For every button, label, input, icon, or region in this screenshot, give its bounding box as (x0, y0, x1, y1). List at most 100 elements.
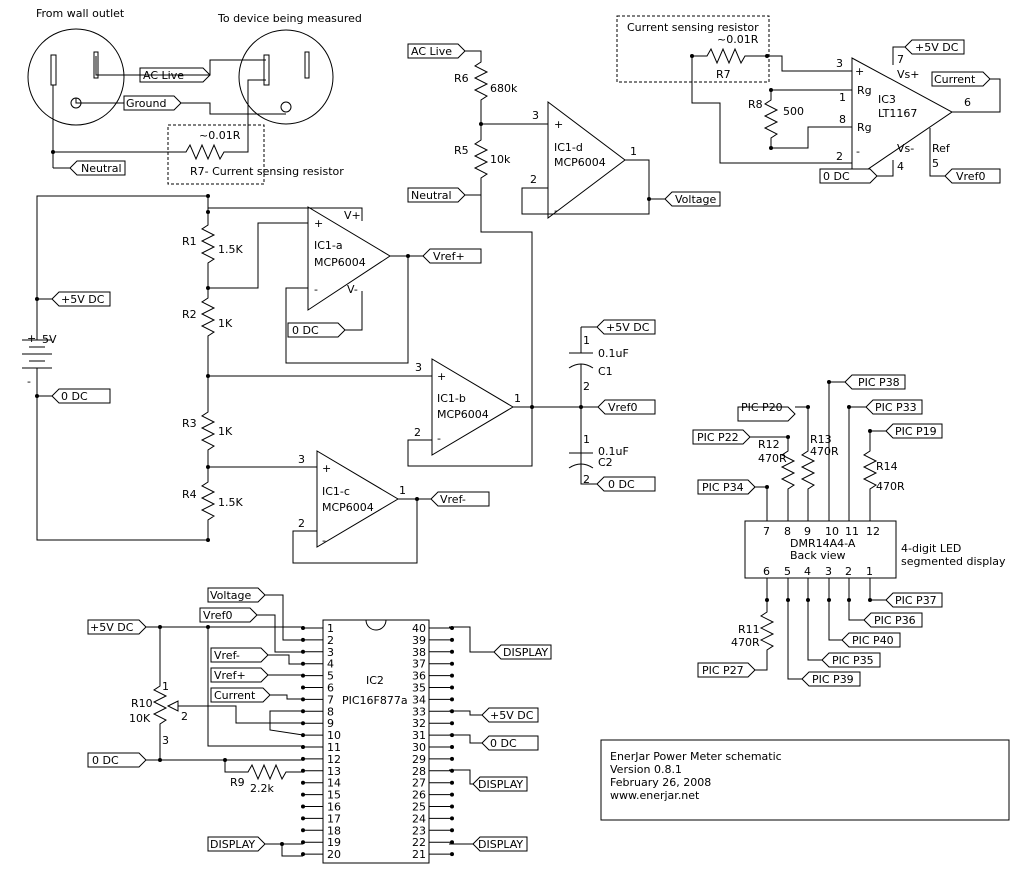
svg-text:-: - (554, 204, 558, 217)
pic-right-pin: 23 (412, 824, 426, 837)
p39-tag (801, 671, 861, 687)
voltage-label: Voltage (675, 193, 716, 206)
ic1a-opamp (307, 206, 391, 311)
from-wall-label: From wall outlet (36, 7, 125, 20)
r13-resistor (795, 406, 816, 521)
cap-gnd-label: 0 DC (608, 478, 635, 491)
pic-display-label-2: DISPLAY (478, 778, 523, 791)
pic-gnd-label: 0 DC (92, 754, 119, 767)
pic-vref-plus-tag (210, 667, 269, 683)
vref0-label: Vref0 (608, 401, 637, 414)
c1-value: 0.1uF (598, 347, 629, 360)
display-bottom-pin: 1 (866, 565, 873, 578)
pic-right-pin: 37 (412, 658, 426, 671)
r6-value: 680k (490, 82, 518, 95)
display-bottom-pin: 4 (804, 565, 811, 578)
display-top-pin: 10 (825, 525, 839, 538)
pic-left-pin-dot (301, 816, 305, 821)
pic-left-pin: 16 (327, 801, 341, 814)
p35-tag (821, 652, 881, 668)
ref-gnd2-tag (287, 322, 346, 338)
pic-right-pin: 34 (412, 693, 426, 706)
p19-label: PIC P19 (895, 425, 937, 438)
display-part: DMR14A4-A (790, 537, 856, 550)
ic3-pin5: 5 (932, 157, 939, 170)
led-display (744, 520, 897, 579)
info-line4: www.enerjar.net (610, 789, 700, 802)
ic3-vs-plus: Vs+ (897, 68, 919, 81)
display-desc2: segmented display (901, 555, 1006, 568)
r10-value: 10K (129, 712, 151, 725)
r9-resistor (224, 760, 303, 781)
display-view: Back view (790, 549, 846, 562)
ic1b-opamp (431, 358, 514, 456)
pic-pins: 1234567891011121314151617181920403938373… (301, 622, 454, 861)
vref-minus-label: Vref- (440, 493, 466, 506)
pic-vref0-label: Vref0 (203, 609, 232, 622)
r5-label: R5 (454, 144, 469, 157)
ic1b-pin2: 2 (414, 426, 421, 439)
vref0-tag (597, 399, 656, 415)
ic1d-opamp (547, 100, 626, 220)
pic-right-pin-dot (450, 768, 454, 773)
neutral-tag-2 (407, 187, 466, 203)
pic-left-pin: 5 (327, 670, 334, 683)
ic1b-part: MCP6004 (437, 408, 489, 421)
pic-vcc-label: +5V DC (90, 621, 134, 634)
ic3-pin6: 6 (964, 96, 971, 109)
ic1d-name: IC1-d (554, 141, 583, 154)
svg-text:-: - (437, 432, 441, 445)
ic3-pin1: 1 (839, 91, 846, 104)
vref-minus-tag (430, 491, 490, 507)
pic-right-pin-dot (450, 637, 454, 642)
r10-pin2: 2 (181, 710, 188, 723)
pic-left-pin: 20 (327, 848, 341, 861)
r3-value: 1K (218, 425, 233, 438)
pic-current-label: Current (214, 689, 256, 702)
current-amp-section: Current sensing resistor ~0.01R R7 3 2 R… (616, 15, 1001, 184)
r12-resistor (750, 436, 796, 521)
ic1c-opamp (316, 450, 399, 548)
ic1c-pin3: 3 (298, 453, 305, 466)
r8-label: R8 (748, 98, 763, 111)
pic-left-pin: 14 (327, 777, 341, 790)
pic-section: IC2 PIC16F877a 1234567891011121314151617… (87, 587, 552, 864)
r6-r5-resistors (465, 50, 489, 195)
pic-vref-minus-tag (210, 647, 269, 663)
p22-tag (692, 429, 751, 445)
r14-resistor (862, 430, 886, 521)
pic-right-pin-dot (450, 852, 454, 857)
pic-right-pin-dot (450, 745, 454, 749)
r9-value: 2.2k (250, 782, 274, 795)
pic-right-pin-dot (450, 673, 454, 678)
r8-resistor (763, 90, 779, 148)
p27-tag (697, 662, 756, 678)
pic-right-pin: 35 (412, 682, 426, 695)
ic1b-name: IC1-b (437, 392, 466, 405)
pic-right-pin: 36 (412, 670, 426, 683)
current-sense-label: Current sensing resistor (627, 21, 759, 34)
vref-plus-label: Vref+ (433, 250, 465, 263)
capacitor-section: +5V DC 1 2 1 2 0.1uF C1 0.1uF C2 0 DC (568, 319, 656, 492)
p27-label: PIC P27 (702, 664, 744, 677)
pic-left-pin-dot (301, 828, 305, 833)
ac-live-label-2: AC Live (411, 45, 452, 58)
ground-tag (123, 95, 182, 111)
r7-label: R7- Current sensing resistor (190, 165, 344, 178)
ic3-part: LT1167 (878, 107, 917, 120)
r10-pin3: 3 (162, 734, 169, 747)
ic1b-pin1: 1 (514, 392, 521, 405)
info-box: EnerJar Power Meter schematic Version 0.… (600, 739, 1010, 821)
pic-vref-minus-label: Vref- (214, 649, 240, 662)
ic3-plus: + (855, 65, 864, 78)
ic3-r7-label: R7 (716, 68, 731, 81)
p38-tag (844, 374, 906, 390)
p35-label: PIC P35 (832, 654, 874, 667)
pic-left-pin-dot (301, 792, 305, 797)
ic1d-pin1: 1 (630, 145, 637, 158)
ic3-name: IC3 (878, 93, 896, 106)
info-line2: Version 0.8.1 (610, 763, 682, 776)
display-top-pin: 8 (784, 525, 791, 538)
